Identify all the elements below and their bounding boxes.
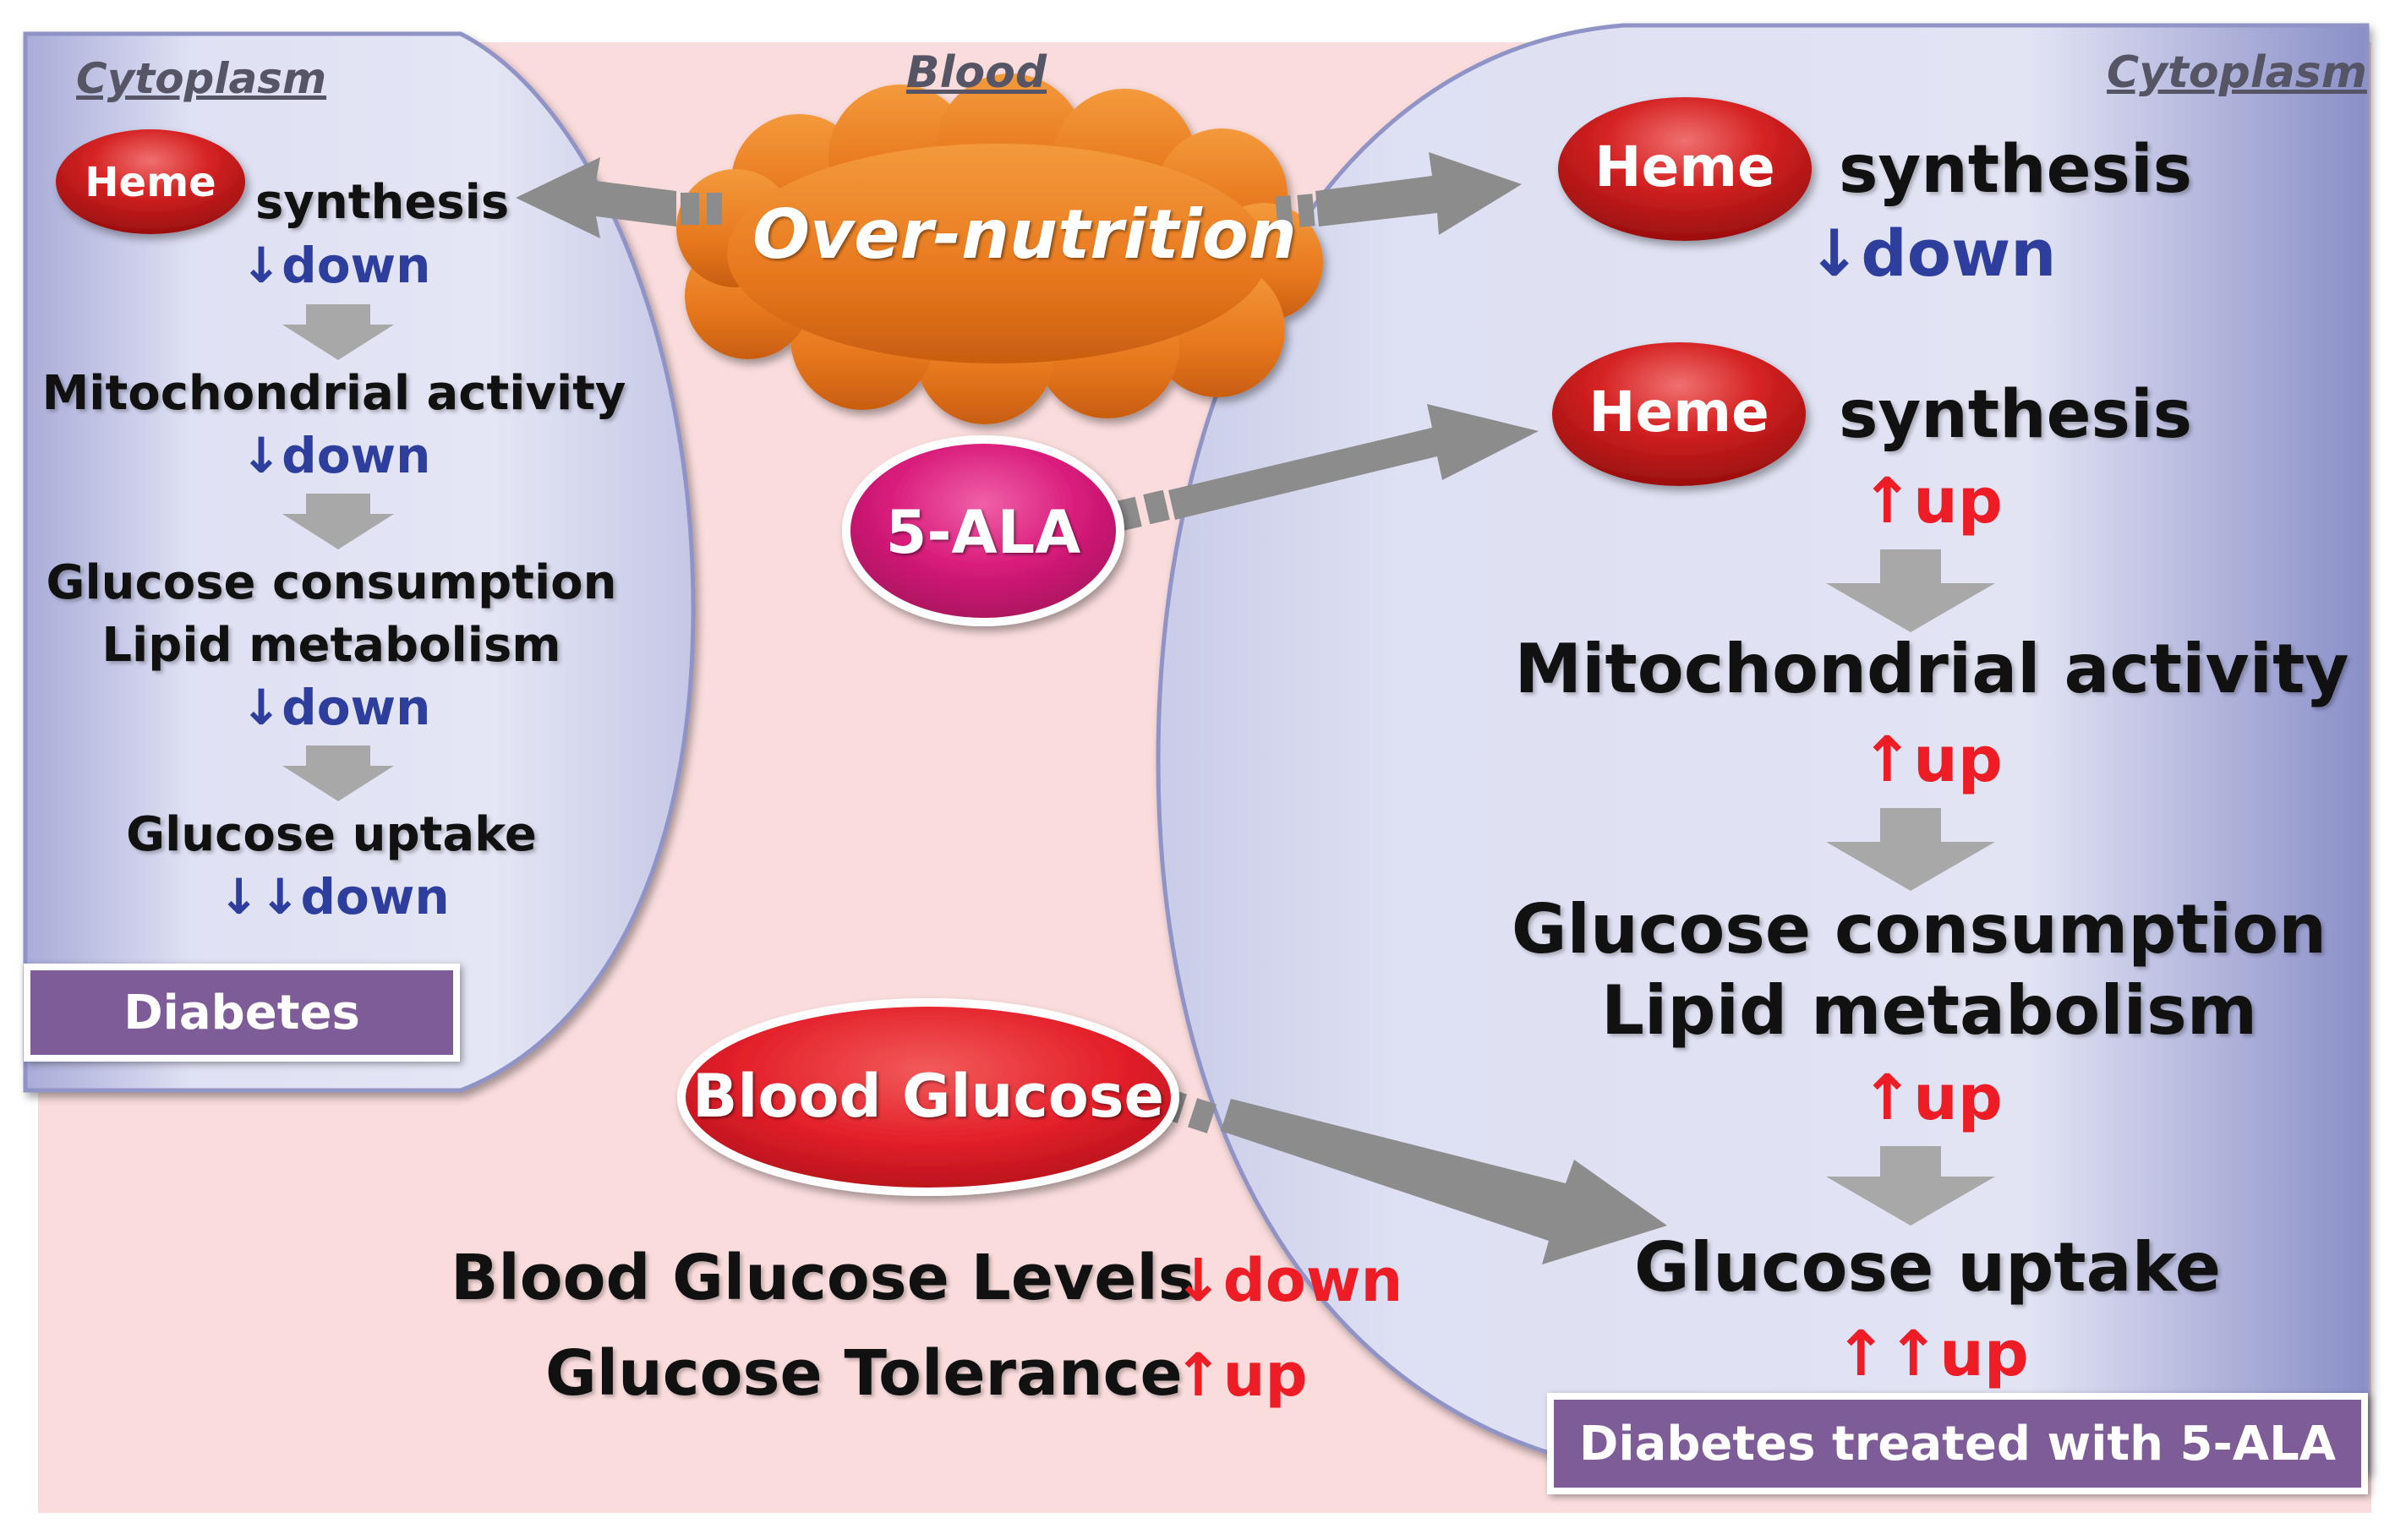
left-cell bbox=[23, 31, 696, 1093]
left-uptake-change: ↓↓down bbox=[218, 868, 450, 926]
right-cell bbox=[1156, 23, 2370, 1473]
right-uptake-label: Glucose uptake bbox=[1634, 1228, 2221, 1307]
over-nutrition-cloud bbox=[676, 74, 1323, 424]
diabetes-badge: Diabetes bbox=[24, 964, 460, 1062]
left-uptake-label: Glucose uptake bbox=[126, 807, 537, 862]
right-heme-bottom-label: Heme bbox=[1588, 380, 1769, 445]
right-glucose-consumption-label: Glucose consumption bbox=[1511, 890, 2327, 969]
left-consumption-change: ↓down bbox=[240, 679, 431, 736]
blood-glucose-shape bbox=[677, 998, 1179, 1196]
right-heme-bottom-shape bbox=[1552, 342, 1806, 486]
right-lipid-label: Lipid metabolism bbox=[1600, 971, 2258, 1050]
blood-glucose-levels-label: Blood Glucose Levels bbox=[451, 1242, 1195, 1314]
right-consumption-change: ↑up bbox=[1861, 1062, 2003, 1134]
diabetes-badge-label: Diabetes bbox=[123, 985, 360, 1040]
left-mito-label: Mitochondrial activity bbox=[41, 366, 626, 421]
left-synthesis-change: ↓down bbox=[240, 237, 431, 294]
blood-glucose-levels-change: ↓down bbox=[1173, 1246, 1403, 1315]
diabetes-treated-badge-label: Diabetes treated with 5-ALA bbox=[1578, 1416, 2337, 1472]
right-synthesis-bottom-change: ↑up bbox=[1861, 465, 2003, 538]
right-heme-top-label: Heme bbox=[1594, 134, 1775, 199]
glucose-tolerance-label: Glucose Tolerance bbox=[545, 1337, 1183, 1410]
arrow-cloud-to-right bbox=[1275, 152, 1522, 235]
right-uptake-change: ↑↑up bbox=[1835, 1318, 2029, 1390]
five-ala-label: 5-ALA bbox=[885, 498, 1081, 567]
diabetes-treated-badge: Diabetes treated with 5-ALA bbox=[1547, 1393, 2368, 1494]
left-mito-change: ↓down bbox=[240, 427, 431, 484]
five-ala-shape bbox=[842, 435, 1124, 626]
arrow-cloud-to-left bbox=[516, 157, 722, 238]
left-synthesis-label: synthesis bbox=[255, 175, 510, 230]
right-mito-label: Mitochondrial activity bbox=[1514, 630, 2349, 708]
left-lipid-label: Lipid metabolism bbox=[101, 618, 561, 673]
left-heme-label: Heme bbox=[85, 159, 216, 206]
right-cytoplasm-label: Cytoplasm bbox=[2107, 47, 2367, 98]
glucose-tolerance-change: ↑up bbox=[1173, 1341, 1308, 1410]
right-synthesis-top-label: synthesis bbox=[1839, 132, 2193, 208]
left-cytoplasm-label: Cytoplasm bbox=[76, 54, 327, 103]
right-synthesis-bottom-label: synthesis bbox=[1839, 377, 2193, 453]
right-synthesis-top-change: ↓down bbox=[1807, 216, 2057, 291]
right-heme-top-shape bbox=[1558, 97, 1812, 241]
right-flow-arrows bbox=[1826, 549, 1995, 1226]
blood-label: Blood bbox=[905, 47, 1047, 98]
over-nutrition-label: Over-nutrition bbox=[752, 195, 1297, 274]
blood-glucose-label: Blood Glucose bbox=[692, 1062, 1165, 1131]
left-glucose-consumption-label: Glucose consumption bbox=[46, 555, 617, 610]
left-flow-arrows bbox=[282, 304, 394, 801]
left-heme-shape bbox=[56, 129, 245, 234]
right-mito-change: ↑up bbox=[1861, 724, 2003, 796]
